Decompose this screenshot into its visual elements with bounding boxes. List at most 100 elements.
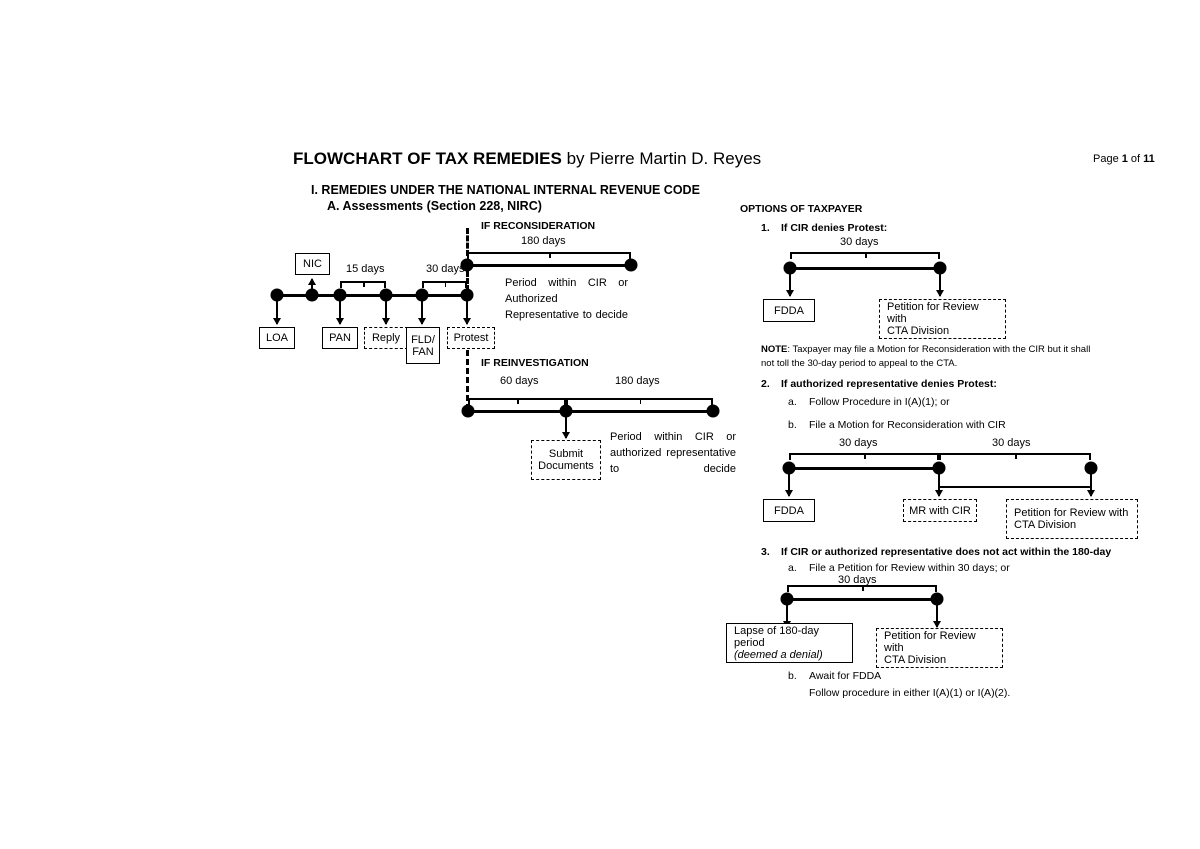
label-30-days-option2-first: 30 days	[839, 437, 878, 449]
node-box-fldfan-label-1: FLD/	[411, 333, 435, 346]
reconsideration-description-line-1: Period within CIR or	[505, 277, 628, 289]
node-box-protest: Protest	[447, 327, 495, 349]
timeline-node-option1-petition	[933, 261, 947, 275]
option3-sub-b-marker: b.	[788, 670, 797, 682]
timeline-node-reconsideration-end	[624, 258, 638, 272]
timeline-axis-reconsideration	[467, 264, 631, 267]
reconsideration-description: Period within CIR or Authorized Represen…	[505, 276, 628, 324]
arrow-down-protest	[466, 301, 468, 324]
option1-note-bold: NOTE	[761, 344, 788, 355]
page-number-prefix: Page	[1093, 153, 1122, 165]
option3-sub-b-follow: Follow procedure in either I(A)(1) or I(…	[809, 687, 1011, 699]
reconsideration-description-line-2: Authorized Representative	[505, 292, 579, 321]
timeline-axis-assessment	[277, 294, 467, 297]
connector-option2-mr-down	[938, 474, 941, 488]
timeline-node-pan	[333, 288, 347, 302]
option2-heading: If authorized representative denies Prot…	[781, 378, 997, 390]
node-box-option1-petition-line-2: CTA Division	[887, 325, 950, 337]
timeline-node-reinvestigation-end	[706, 404, 720, 418]
node-box-protest-label: Protest	[453, 332, 489, 344]
node-box-submit-documents-line-1: Submit	[548, 448, 584, 460]
page-title-bold: FLOWCHART OF TAX REMEDIES	[293, 149, 562, 168]
node-box-loa-label: LOA	[265, 332, 288, 344]
timeline-node-submit-documents	[559, 404, 573, 418]
node-box-option2-fdda: FDDA	[763, 499, 815, 522]
node-box-pan: PAN	[322, 327, 358, 349]
arrow-down-loa	[276, 301, 278, 324]
option3-sub-a-marker: a.	[788, 562, 797, 574]
timeline-node-loa	[270, 288, 284, 302]
reinvestigation-description: Period within CIR or authorized represen…	[610, 430, 736, 478]
label-60-days: 60 days	[500, 375, 539, 387]
page-title-author: by Pierre Martin D. Reyes	[561, 149, 762, 168]
node-box-option1-petition-line-1: Petition for Review with	[887, 301, 979, 325]
node-box-option1-fdda-label: FDDA	[774, 304, 804, 317]
node-box-option3-petition: Petition for Review with CTA Division	[876, 628, 1003, 668]
timeline-node-option2-fdda	[782, 461, 796, 475]
arrow-down-reply	[385, 301, 387, 324]
timeline-node-nic	[305, 288, 319, 302]
connector-option2-lower-axis	[938, 486, 1091, 489]
timeline-axis-option3	[787, 598, 937, 601]
reconsideration-description-line-3: to decide	[582, 308, 628, 321]
node-box-option2-petition-line-1: Petition for Review with	[1014, 507, 1129, 519]
timeline-axis-option2	[789, 467, 939, 470]
node-box-submit-documents-line-2: Documents	[538, 460, 594, 472]
option3-sub-a: File a Petition for Review within 30 day…	[809, 562, 1010, 574]
dashed-connector-reinvestigation	[466, 350, 469, 410]
node-box-fldfan: FLD/ FAN	[406, 327, 440, 364]
arrow-down-option1-petition	[939, 274, 941, 296]
node-box-option1-petition: Petition for Review with CTA Division	[879, 299, 1006, 339]
label-180-days-reconsideration: 180 days	[521, 235, 566, 247]
node-box-option2-fdda-label: FDDA	[774, 504, 804, 517]
reinvestigation-description-line-3: to decide	[610, 462, 736, 475]
page-number-current: 1	[1121, 153, 1128, 165]
heading-if-reconsideration: IF RECONSIDERATION	[481, 220, 596, 232]
arrow-down-pan	[339, 301, 341, 324]
arrow-down-option3-lapse	[786, 605, 788, 627]
arrow-down-option1-fdda	[789, 274, 791, 296]
arrow-down-option2-petition	[1090, 474, 1092, 496]
option1-number: 1.	[761, 222, 770, 234]
timeline-node-option3-lapse	[780, 592, 794, 606]
reinvestigation-description-line-1: Period within CIR or	[610, 431, 736, 443]
node-box-pan-label: PAN	[329, 332, 351, 344]
option3-sub-b: Await for FDDA	[809, 670, 882, 682]
node-box-option3-petition-line-2: CTA Division	[884, 654, 947, 666]
timeline-node-reply	[379, 288, 393, 302]
page-number: Page 1 of 11	[1093, 153, 1155, 167]
label-30-days-option1: 30 days	[840, 236, 879, 248]
dashed-connector-reconsideration	[466, 228, 469, 256]
label-30-days-option2-second: 30 days	[992, 437, 1031, 449]
timeline-node-option1-fdda	[783, 261, 797, 275]
reinvestigation-description-line-2: authorized representative	[610, 446, 736, 459]
node-box-reply-label: Reply	[371, 332, 401, 344]
timeline-node-fldfan	[415, 288, 429, 302]
node-box-option2-mr: MR with CIR	[903, 499, 977, 522]
arrow-down-submit-documents	[565, 417, 567, 438]
heading-options-of-taxpayer: OPTIONS OF TAXPAYER	[740, 203, 863, 215]
timeline-axis-option1	[790, 267, 940, 270]
option2-sub-a: Follow Procedure in I(A)(1); or	[809, 396, 950, 408]
page-title: FLOWCHART OF TAX REMEDIES by Pierre Mart…	[293, 148, 761, 169]
heading-if-reinvestigation: IF REINVESTIGATION	[481, 357, 589, 369]
option3-number: 3.	[761, 546, 770, 558]
node-box-option2-mr-label: MR with CIR	[909, 504, 971, 517]
node-box-loa: LOA	[259, 327, 295, 349]
heading-section-i: I. REMEDIES UNDER THE NATIONAL INTERNAL …	[311, 183, 700, 197]
label-30-days-option3: 30 days	[838, 574, 877, 586]
timeline-node-option2-petition	[1084, 461, 1098, 475]
option1-note-text: : Taxpayer may file a Motion for Reconsi…	[761, 344, 1091, 369]
option2-sub-b: File a Motion for Reconsideration with C…	[809, 419, 1006, 431]
timeline-node-reinvestigation-start	[461, 404, 475, 418]
node-box-option3-lapse-line-2: (deemed a denial)	[734, 649, 823, 661]
option3-heading: If CIR or authorized representative does…	[781, 546, 1112, 558]
node-box-reply: Reply	[364, 327, 408, 349]
arrow-up-nic	[311, 279, 313, 295]
node-box-nic: NIC	[295, 253, 330, 275]
node-box-option2-petition: Petition for Review with CTA Division	[1006, 499, 1138, 539]
timeline-node-option3-petition	[930, 592, 944, 606]
timeline-node-protest	[460, 288, 474, 302]
node-box-fldfan-label-2: FAN	[412, 345, 434, 358]
arrow-down-fldfan	[421, 301, 423, 324]
